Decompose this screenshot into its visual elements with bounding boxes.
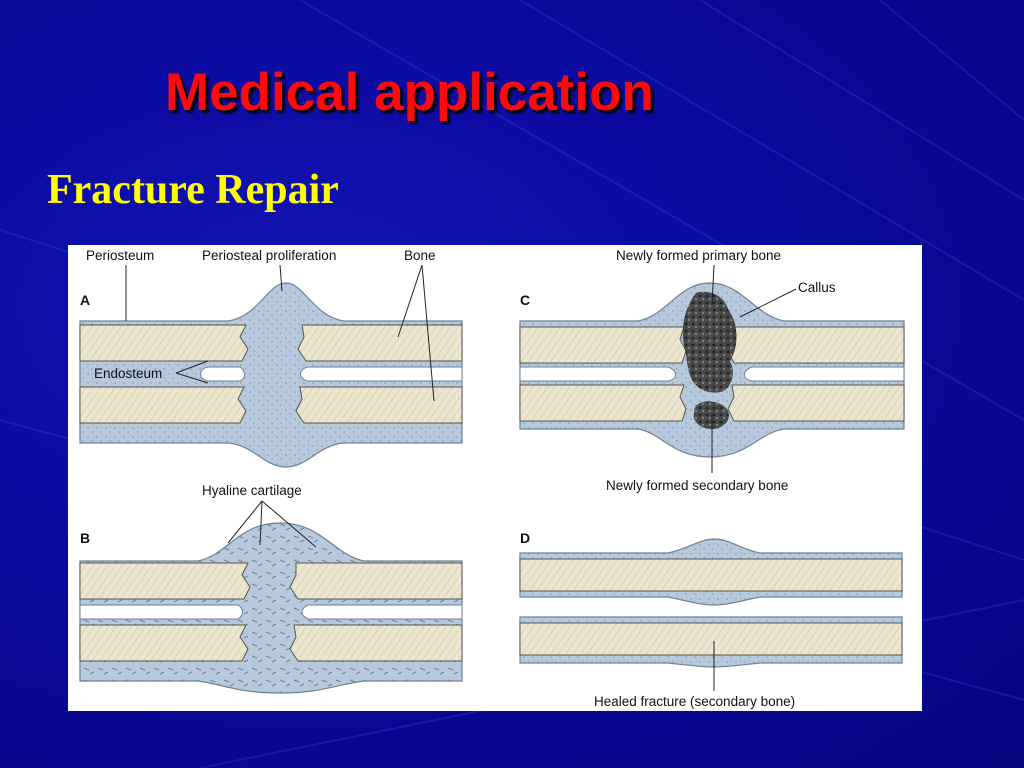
panel-a-bone-lower-right bbox=[296, 387, 462, 423]
panel-b-letter: B bbox=[80, 530, 90, 546]
panel-b-marrow-right bbox=[302, 605, 462, 619]
panel-c-bone-lower-right bbox=[728, 385, 904, 421]
panel-d: D Healed fracture (secondary bone) bbox=[520, 530, 902, 709]
panel-c-letter: C bbox=[520, 292, 530, 308]
panel-c-marrow-left bbox=[520, 367, 676, 381]
panel-a-bone-lower-left bbox=[80, 387, 246, 423]
panel-c-marrow-right bbox=[745, 367, 905, 381]
fracture-repair-diagram: A Periosteum Periosteal proliferation Bo… bbox=[68, 245, 922, 711]
panel-a: A Periosteum Periosteal proliferation Bo… bbox=[80, 248, 462, 467]
panel-a-marrow-right bbox=[301, 367, 463, 381]
panel-c-bone-lower-left bbox=[520, 385, 686, 421]
label-healed-fracture: Healed fracture (secondary bone) bbox=[594, 694, 795, 709]
label-endosteum: Endosteum bbox=[94, 366, 162, 381]
fracture-repair-figure: A Periosteum Periosteal proliferation Bo… bbox=[68, 245, 922, 711]
label-bone: Bone bbox=[404, 248, 436, 263]
panel-c: C Newly formed primary bone Callus Newly… bbox=[520, 248, 904, 493]
panel-b-bone-lower-left bbox=[80, 625, 248, 661]
panel-b-marrow-left bbox=[80, 605, 243, 619]
panel-c-bone-upper-right bbox=[728, 327, 904, 363]
panel-a-bone-upper-left bbox=[80, 325, 248, 361]
panel-c-bone-upper-left bbox=[520, 327, 686, 363]
label-callus: Callus bbox=[798, 280, 836, 295]
label-periosteal-proliferation: Periosteal proliferation bbox=[202, 248, 336, 263]
panel-a-bone-upper-right bbox=[298, 325, 462, 361]
panel-a-letter: A bbox=[80, 292, 90, 308]
label-newly-formed-secondary-bone: Newly formed secondary bone bbox=[606, 478, 788, 493]
panel-b-bone-upper-left bbox=[80, 563, 250, 599]
panel-d-bone-upper bbox=[520, 559, 902, 591]
panel-a-marrow-left bbox=[201, 367, 245, 381]
label-hyaline-cartilage: Hyaline cartilage bbox=[202, 483, 302, 498]
label-periosteum: Periosteum bbox=[86, 248, 154, 263]
label-newly-formed-primary-bone: Newly formed primary bone bbox=[616, 248, 781, 263]
slide-subtitle: Fracture Repair bbox=[47, 166, 339, 214]
panel-b-bone-lower-right bbox=[290, 625, 462, 661]
panel-d-letter: D bbox=[520, 530, 530, 546]
slide-title: Medical application bbox=[165, 62, 654, 123]
panel-b: B Hyaline cartilage bbox=[80, 483, 462, 693]
panel-b-bone-upper-right bbox=[290, 563, 462, 599]
panel-d-bone-lower bbox=[520, 623, 902, 655]
